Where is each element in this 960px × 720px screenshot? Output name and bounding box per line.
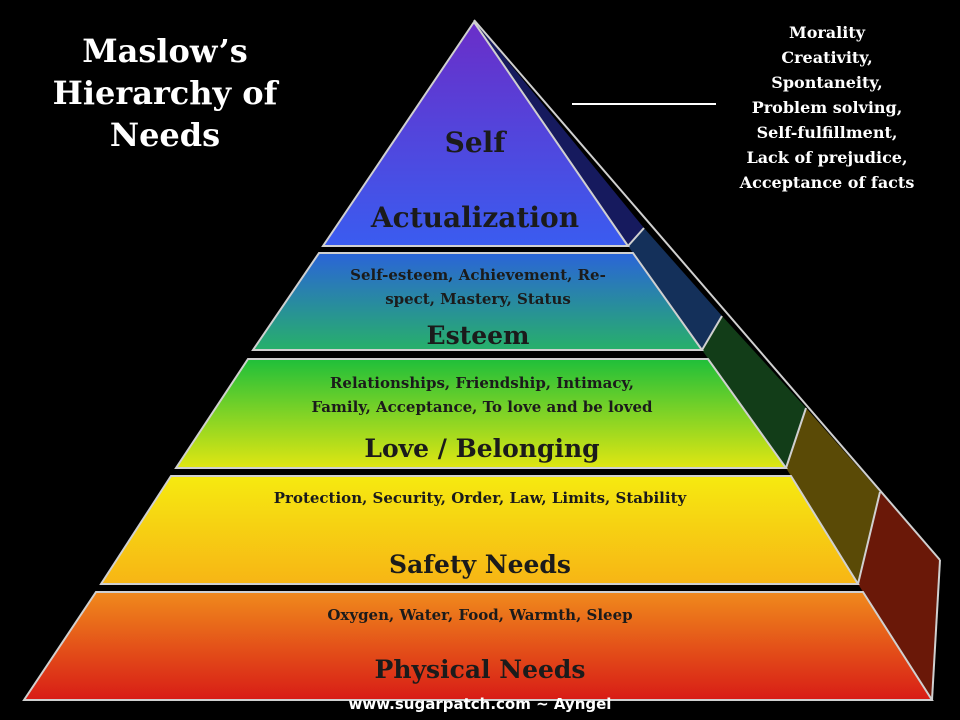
esteem-description-line-2: spect, Mastery, Status bbox=[385, 290, 571, 308]
trait-item: Morality bbox=[788, 23, 866, 42]
title-line-2: Hierarchy of bbox=[52, 74, 278, 112]
love-description-line-1: Relationships, Friendship, Intimacy, bbox=[330, 374, 634, 392]
self-actualization-traits-list: Morality Creativity, Spontaneity, Proble… bbox=[722, 20, 932, 195]
self-actualization-name-line-2: Actualization bbox=[370, 201, 579, 234]
diagram-title: Maslow’s Hierarchy of Needs bbox=[40, 30, 290, 156]
love-description-line-2: Family, Acceptance, To love and be loved bbox=[311, 398, 653, 416]
trait-item: Creativity, bbox=[781, 48, 873, 67]
trait-item: Problem solving, bbox=[751, 98, 903, 117]
physical-name: Physical Needs bbox=[375, 655, 586, 684]
self-actualization-name-line-1: Self bbox=[445, 126, 508, 159]
esteem-description-line-1: Self-esteem, Achievement, Re- bbox=[350, 266, 606, 284]
trait-item: Acceptance of facts bbox=[739, 173, 915, 192]
trait-item: Lack of prejudice, bbox=[746, 148, 908, 167]
love-belonging-name: Love / Belonging bbox=[364, 434, 599, 463]
esteem-name: Esteem bbox=[427, 321, 530, 350]
pyramid-side-face bbox=[473, 19, 941, 701]
tier-esteem bbox=[251, 252, 704, 351]
tier-self-actualization bbox=[321, 20, 630, 247]
credit-text: www.sugarpatch.com ~ Ayngel bbox=[348, 695, 612, 713]
trait-item: Spontaneity, bbox=[771, 73, 883, 92]
tier-love-belonging bbox=[174, 358, 788, 469]
safety-description: Protection, Security, Order, Law, Limits… bbox=[274, 489, 688, 507]
physical-description: Oxygen, Water, Food, Warmth, Sleep bbox=[327, 606, 632, 624]
title-line-3: Needs bbox=[109, 116, 221, 154]
safety-name: Safety Needs bbox=[389, 550, 571, 579]
title-line-1: Maslow’s bbox=[82, 32, 248, 70]
tier-safety bbox=[99, 475, 860, 585]
tier-physical bbox=[22, 591, 934, 701]
trait-item: Self-fulfillment, bbox=[756, 123, 898, 142]
